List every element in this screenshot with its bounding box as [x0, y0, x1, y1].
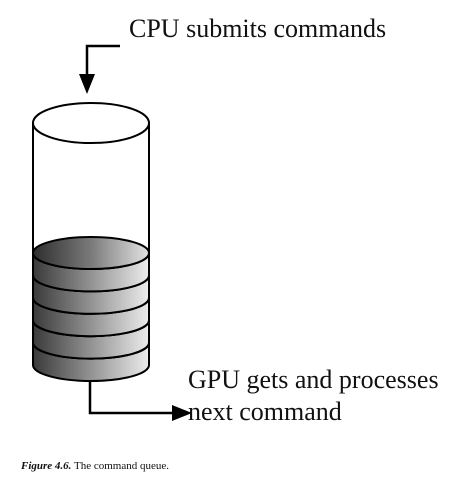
- gpu-label-line2: next command: [188, 397, 342, 426]
- figure-caption: Figure 4.6. The command queue.: [21, 460, 169, 472]
- gpu-output-arrow: [88, 382, 192, 421]
- command-stack: [32, 236, 150, 382]
- command-queue-cylinder: [32, 102, 150, 382]
- caption-text: The command queue.: [74, 460, 169, 472]
- caption-label: Figure 4.6.: [21, 460, 72, 472]
- gpu-label-line1: GPU gets and processes: [188, 365, 439, 394]
- command-stack-top: [32, 236, 150, 270]
- cpu-input-arrow: [79, 44, 120, 94]
- cpu-label: CPU submits commands: [129, 14, 386, 43]
